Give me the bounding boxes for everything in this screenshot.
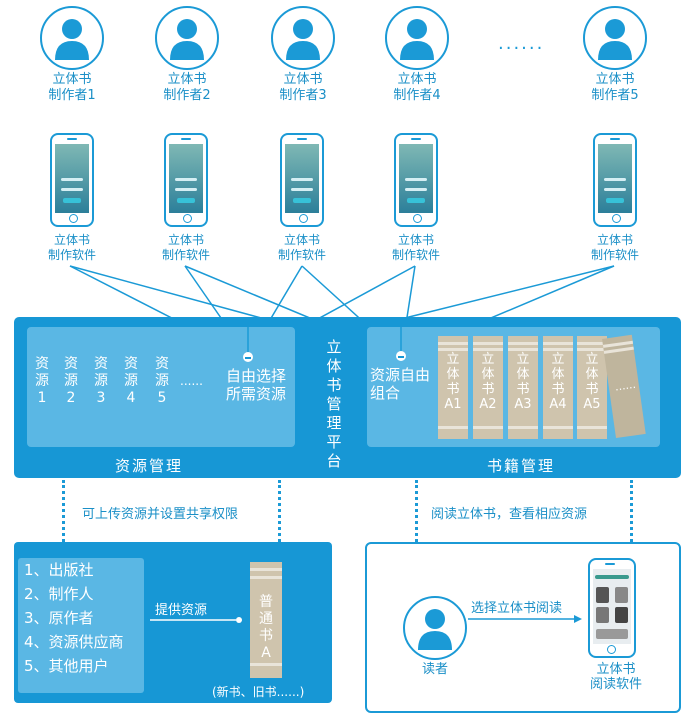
authors-ellipsis: ...... (498, 33, 545, 54)
platform-title: 立体书管理平台 (326, 338, 342, 470)
read-note: 阅读立体书，查看相应资源 (431, 507, 588, 522)
author-3: 立体书 制作者3 (268, 6, 338, 104)
software-label-4: 立体书制作软件 (391, 233, 440, 262)
upload-note: 可上传资源并设置共享权限 (82, 507, 239, 522)
author-label-line1: 立体书 (397, 72, 437, 87)
phone-icon (394, 133, 438, 227)
software-label-5: 立体书制作软件 (590, 233, 639, 262)
author-label-line2: 制作者3 (279, 88, 327, 103)
new-old-note: (新书、旧书......) (212, 685, 305, 699)
author-label-line1: 立体书 (595, 72, 635, 87)
dotted-line-upload (62, 480, 65, 542)
software-label-2: 立体书制作软件 (161, 233, 210, 262)
free-select-text: 自由选择所需资源 (225, 367, 286, 403)
user-icon (403, 596, 467, 660)
reader-software-label: 立体书阅读软件 (589, 662, 642, 692)
supplier-item: 2、制作人 (24, 585, 94, 603)
combine-node (396, 351, 406, 361)
reader: 读者 (400, 596, 470, 678)
select-node (243, 352, 253, 362)
software-label-1: 立体书制作软件 (47, 233, 96, 262)
author-4: 立体书 制作者4 (382, 6, 452, 104)
user-icon (155, 6, 219, 70)
author-label-line2: 制作者4 (393, 88, 441, 103)
author-label-line2: 制作者1 (48, 88, 96, 103)
book-panel-title: 书籍管理 (487, 457, 556, 475)
dotted-line-upload-right (278, 480, 281, 542)
resource-ellipsis: ...... (180, 374, 203, 388)
user-icon (271, 6, 335, 70)
author-label-line1: 立体书 (167, 72, 207, 87)
reader-label: 读者 (421, 662, 448, 677)
software-label-3: 立体书制作软件 (277, 233, 326, 262)
author-5: 立体书 制作者5 (580, 6, 650, 104)
phone-icon (280, 133, 324, 227)
author-2: 立体书 制作者2 (152, 6, 222, 104)
supplier-item: 3、原作者 (24, 609, 94, 627)
phone-icon (50, 133, 94, 227)
provide-label: 提供资源 (155, 603, 208, 618)
dotted-line-read-left (415, 480, 418, 542)
supplier-item: 1、出版社 (24, 561, 94, 579)
phone-icon (593, 133, 637, 227)
reader-action: 选择立体书阅读 (471, 601, 563, 616)
phone-icon (164, 133, 208, 227)
supplier-item: 5、其他用户 (24, 657, 109, 675)
author-label-line1: 立体书 (283, 72, 323, 87)
resource-panel-title: 资源管理 (115, 457, 184, 475)
author-label-line2: 制作者5 (591, 88, 639, 103)
supplier-item: 4、资源供应商 (24, 633, 124, 651)
author-1: 立体书 制作者1 (37, 6, 107, 104)
user-icon (583, 6, 647, 70)
supplier-list: 1、出版社 2、制作人 3、原作者 4、资源供应商 5、其他用户 (18, 558, 144, 693)
author-label-line2: 制作者2 (163, 88, 211, 103)
author-label-line1: 立体书 (52, 72, 92, 87)
free-combine-text: 资源自由组合 (370, 366, 431, 402)
user-icon (40, 6, 104, 70)
resource-panel (27, 327, 295, 447)
reader-phone-icon (588, 558, 636, 658)
dotted-line-read-right (630, 480, 633, 542)
user-icon (385, 6, 449, 70)
